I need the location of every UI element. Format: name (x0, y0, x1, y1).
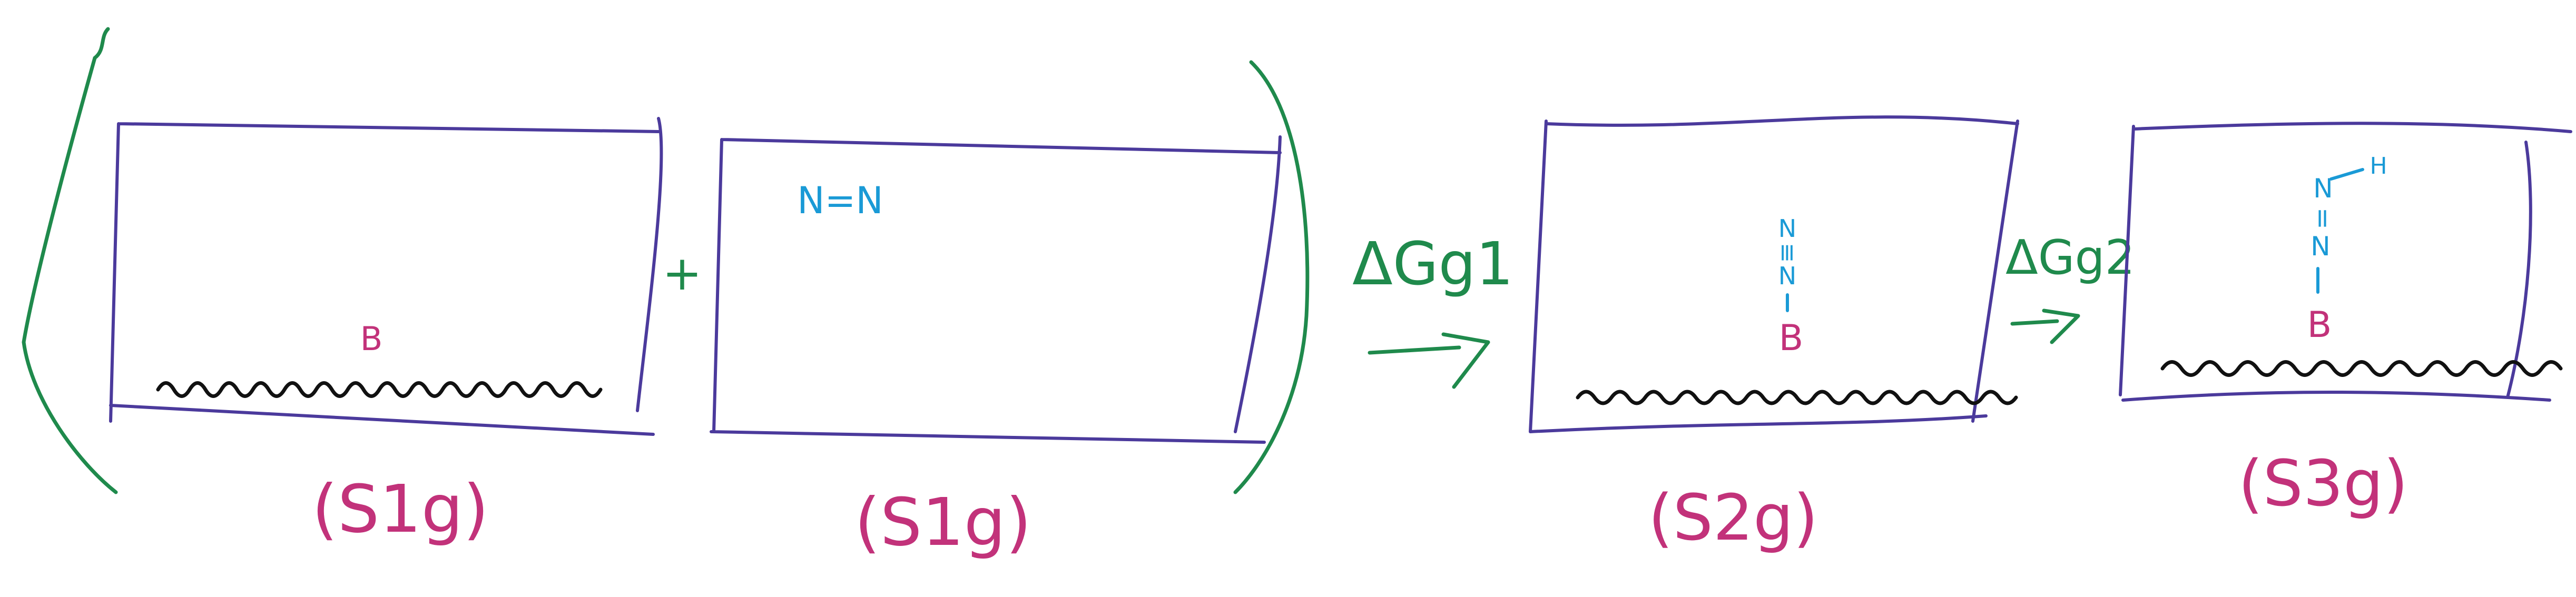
step-1-arrow (1368, 332, 1490, 389)
panel-3-box (1529, 115, 2019, 433)
panel-2-molecule-label: N=N (797, 179, 883, 222)
step-2: ΔGg2 (2005, 230, 2135, 344)
panel-4-box (2119, 122, 2572, 402)
panel-4-nh-bond (2329, 168, 2364, 181)
state-label-3: (S2g) (1648, 482, 1818, 555)
step-1-delta-g: ΔGg1 (1352, 230, 1513, 299)
state-label-4: (S3g) (2238, 447, 2408, 521)
panel-3-triple-bond: ≡ (1774, 243, 1802, 263)
panel-4-double-bond: = (2308, 207, 2338, 230)
plus-sign: + (662, 246, 702, 301)
state-label-1: (S1g) (312, 471, 489, 548)
panel-2-box (710, 135, 1282, 444)
panel-4-n-top: N (2313, 173, 2333, 204)
right-bracket (1233, 60, 1310, 494)
panel-1: B (109, 117, 663, 436)
left-bracket (22, 27, 118, 494)
step-2-delta-g: ΔGg2 (2005, 230, 2135, 285)
panel-1-adsorbate-label: B (360, 320, 383, 358)
panel-2: N=N (710, 135, 1282, 444)
panel-3-surface (1576, 390, 2018, 405)
panel-1-box (109, 117, 663, 436)
panel-3-adsorbate-label: B (1779, 317, 1804, 359)
panel-4: H N = N B (2119, 122, 2572, 402)
panel-3-n-top: N (1778, 214, 1796, 243)
state-label-2: (S1g) (854, 484, 1031, 561)
panel-4-adsorbate-label: B (2307, 304, 2332, 346)
panel-4-surface (2160, 360, 2563, 377)
panel-4-h: H (2369, 153, 2387, 180)
panel-4-n-mid: N (2310, 231, 2330, 262)
step-2-arrow (2010, 309, 2080, 344)
step-1: ΔGg1 (1352, 230, 1513, 389)
panel-1-surface (156, 381, 603, 398)
panel-3-n-mid: N (1778, 262, 1796, 290)
panel-3: N ≡ N B (1529, 115, 2019, 433)
